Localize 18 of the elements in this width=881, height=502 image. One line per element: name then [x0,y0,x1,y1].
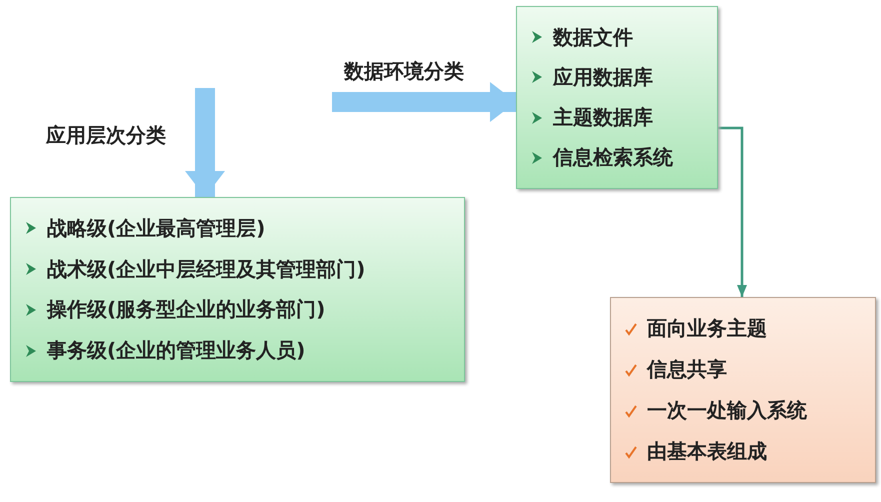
list-item: 由基本表组成 [647,438,767,465]
list-item: 应用数据库 [553,64,653,91]
list-item: 战术级(企业中层经理及其管理部门) [47,256,366,283]
block-arrow [332,82,516,122]
list-item: 操作级(服务型企业的业务部门) [47,296,326,324]
list-item: 信息检索系统 [553,144,673,172]
connector-arrow [718,126,747,297]
list-item: 数据文件 [553,24,633,51]
list-item: 面向业务主题 [647,315,767,342]
list-box [516,6,718,189]
list-item: 主题数据库 [553,104,653,132]
list-box [610,297,876,483]
list-item: 一次一处输入系统 [647,397,807,424]
list-box [10,197,465,382]
list-item: 战略级(企业最高管理层) [47,214,266,242]
list-item: 信息共享 [647,356,727,383]
block-arrow [185,88,225,197]
list-item: 事务级(企业的管理业务人员) [47,337,306,364]
